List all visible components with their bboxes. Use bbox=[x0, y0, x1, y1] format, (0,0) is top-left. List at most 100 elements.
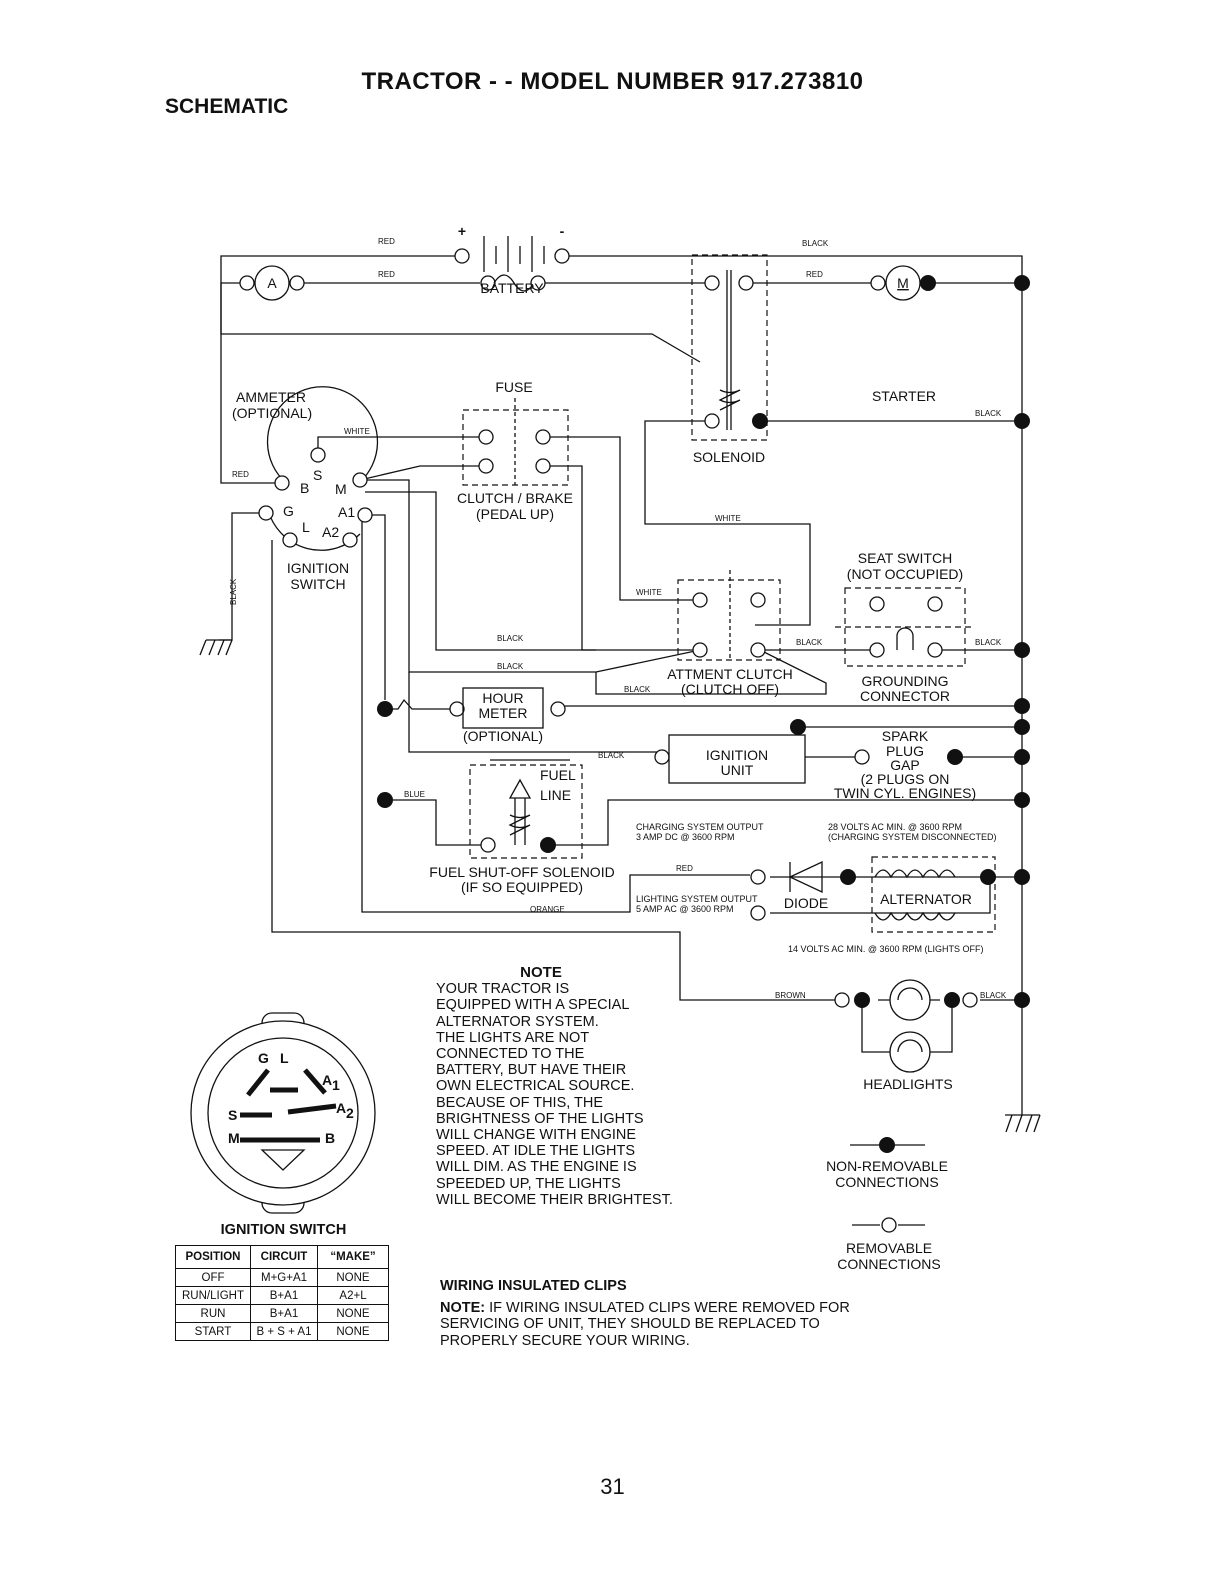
note-line: BECAUSE OF THIS, THE bbox=[436, 1094, 604, 1111]
attment-clutch-sub: (CLUTCH OFF) bbox=[681, 681, 779, 697]
table-cell: B + S + A1 bbox=[250, 1322, 318, 1341]
table-cell: A2+L bbox=[317, 1286, 389, 1305]
solenoid-symbol bbox=[691, 254, 768, 441]
terminal-l: L bbox=[302, 519, 310, 535]
wire-red-battery: RED bbox=[378, 237, 395, 246]
legend-removable-1: REMOVABLE bbox=[846, 1240, 932, 1256]
ammeter-label: AMMETER bbox=[236, 389, 306, 405]
face-b: B bbox=[325, 1130, 335, 1146]
headlights-label: HEADLIGHTS bbox=[863, 1076, 952, 1092]
note-line: BATTERY, BUT HAVE THEIR bbox=[436, 1062, 627, 1079]
table-cell: M+G+A1 bbox=[250, 1268, 318, 1287]
hour-meter-symbol bbox=[377, 687, 566, 729]
wire-black-headlight: BLACK bbox=[980, 991, 1007, 1000]
legend-symbols bbox=[879, 1137, 897, 1233]
terminal-g: G bbox=[283, 503, 294, 519]
table-cell: RUN/LIGHT bbox=[175, 1286, 251, 1305]
terminal-b: B bbox=[300, 480, 309, 496]
seat-switch-label: SEAT SWITCH bbox=[858, 550, 952, 566]
face-m: M bbox=[228, 1130, 240, 1146]
hour-meter-label-1: HOUR bbox=[482, 690, 523, 706]
ignition-switch-symbol bbox=[258, 386, 379, 551]
wire-white-switch: WHITE bbox=[344, 427, 370, 436]
spark-label-1: SPARK bbox=[882, 728, 929, 744]
face-a1-sub: 1 bbox=[332, 1077, 340, 1093]
volts28-1: 28 VOLTS AC MIN. @ 3600 RPM bbox=[828, 822, 962, 832]
wire-black-seat-right: BLACK bbox=[975, 638, 1002, 647]
ignition-switch-face: G L A 1 A 2 S M B bbox=[190, 1012, 376, 1214]
note-line: ALTERNATOR SYSTEM. bbox=[436, 1013, 599, 1030]
charging-output-1: CHARGING SYSTEM OUTPUT bbox=[636, 822, 764, 832]
note-line: WILL BECOME THEIR BRIGHTEST. bbox=[436, 1191, 673, 1208]
terminal-a1: A1 bbox=[338, 504, 355, 520]
wire-black-battery: BLACK bbox=[802, 239, 829, 248]
wire-black-1: BLACK bbox=[497, 634, 524, 643]
ignition-switch-label-2: SWITCH bbox=[290, 576, 345, 592]
note-line: YOUR TRACTOR IS bbox=[436, 981, 570, 998]
spark-label-3: GAP bbox=[890, 757, 920, 773]
table-row: RUN B+A1 NONE bbox=[175, 1304, 389, 1323]
page-title: TRACTOR - - MODEL NUMBER 917.273810 bbox=[361, 68, 864, 95]
diode-symbol bbox=[750, 860, 856, 921]
attment-clutch-label: ATTMENT CLUTCH bbox=[667, 666, 792, 682]
solenoid-label: SOLENOID bbox=[693, 449, 765, 465]
starter-label: STARTER bbox=[872, 388, 936, 404]
wire-white-solenoid: WHITE bbox=[715, 514, 741, 523]
wire-brown: BROWN bbox=[775, 991, 806, 1000]
battery-plus: + bbox=[458, 223, 466, 239]
spark-label-5: TWIN CYL. ENGINES) bbox=[834, 785, 976, 801]
alternator-symbol bbox=[871, 856, 996, 933]
table-row: RUN/LIGHT B+A1 A2+L bbox=[175, 1286, 389, 1305]
table-header-row: POSITION CIRCUIT “MAKE” bbox=[175, 1245, 389, 1269]
clips-heading: WIRING INSULATED CLIPS bbox=[440, 1278, 627, 1294]
table-row: START B + S + A1 NONE bbox=[175, 1322, 389, 1341]
headlights-symbol bbox=[834, 979, 978, 1073]
clips-line-2: SERVICING OF UNIT, THEY SHOULD BE REPLAC… bbox=[440, 1316, 820, 1332]
terminal-a2: A2 bbox=[322, 524, 339, 540]
face-g: G bbox=[258, 1050, 269, 1066]
wire-blue: BLUE bbox=[404, 790, 425, 799]
ammeter-symbol-letter: A bbox=[267, 275, 277, 291]
grounding-label-1: GROUNDING bbox=[861, 673, 948, 689]
wire-red-diode: RED bbox=[676, 864, 693, 873]
fuel-line-label-2: LINE bbox=[540, 787, 571, 803]
face-l: L bbox=[280, 1050, 289, 1066]
legend-labels: NON-REMOVABLE CONNECTIONS REMOVABLE CONN… bbox=[826, 1158, 948, 1272]
spark-label-2: PLUG bbox=[886, 743, 924, 759]
fuel-solenoid-sub: (IF SO EQUIPPED) bbox=[461, 879, 583, 895]
note-line: THE LIGHTS ARE NOT bbox=[436, 1029, 590, 1046]
wiring-clips-note: WIRING INSULATED CLIPS NOTE: IF WIRING I… bbox=[440, 1278, 850, 1349]
alternator-label: ALTERNATOR bbox=[880, 891, 972, 907]
wire-color-labels: RED BLACK RED RED BLACK WHITE RED WHITE … bbox=[229, 237, 1007, 1000]
starter-symbol bbox=[870, 265, 936, 301]
wire-red-switch: RED bbox=[232, 470, 249, 479]
fuel-solenoid-label: FUEL SHUT-OFF SOLENOID bbox=[429, 864, 614, 880]
switch-terminal-labels: B S M G A1 L A2 bbox=[283, 467, 355, 540]
right-rail-connections bbox=[377, 275, 1030, 1008]
volts14: 14 VOLTS AC MIN. @ 3600 RPM (LIGHTS OFF) bbox=[788, 944, 984, 954]
wire-white-clutch: WHITE bbox=[636, 588, 662, 597]
clips-line-1: NOTE: IF WIRING INSULATED CLIPS WERE REM… bbox=[440, 1300, 850, 1317]
hour-meter-optional: (OPTIONAL) bbox=[463, 728, 543, 744]
component-labels: + - BATTERY A AMMETER (OPTIONAL) FUSE SO… bbox=[232, 223, 997, 1092]
clutch-brake-label: CLUTCH / BRAKE bbox=[457, 490, 573, 506]
grounding-label-2: CONNECTOR bbox=[860, 688, 950, 704]
note-line: SPEED. AT IDLE THE LIGHTS bbox=[436, 1143, 636, 1160]
attachment-clutch-switch bbox=[677, 570, 781, 661]
battery-label: BATTERY bbox=[480, 280, 544, 296]
ignition-switch-label-1: IGNITION bbox=[287, 560, 349, 576]
wire-black-ignition: BLACK bbox=[598, 751, 625, 760]
table-header: POSITION bbox=[175, 1245, 251, 1269]
fuse-label: FUSE bbox=[495, 379, 532, 395]
table-header: “MAKE” bbox=[317, 1245, 389, 1269]
diode-label: DIODE bbox=[784, 895, 828, 911]
section-title: SCHEMATIC bbox=[165, 95, 289, 118]
starter-symbol-letter: M bbox=[897, 275, 909, 291]
wire-red-starter: RED bbox=[806, 270, 823, 279]
wire-black-2: BLACK bbox=[497, 662, 524, 671]
face-a2-sub: 2 bbox=[346, 1105, 354, 1121]
table-header: CIRCUIT bbox=[250, 1245, 318, 1269]
seat-switch-sub: (NOT OCCUPIED) bbox=[847, 566, 963, 582]
battery-symbol bbox=[454, 236, 570, 272]
